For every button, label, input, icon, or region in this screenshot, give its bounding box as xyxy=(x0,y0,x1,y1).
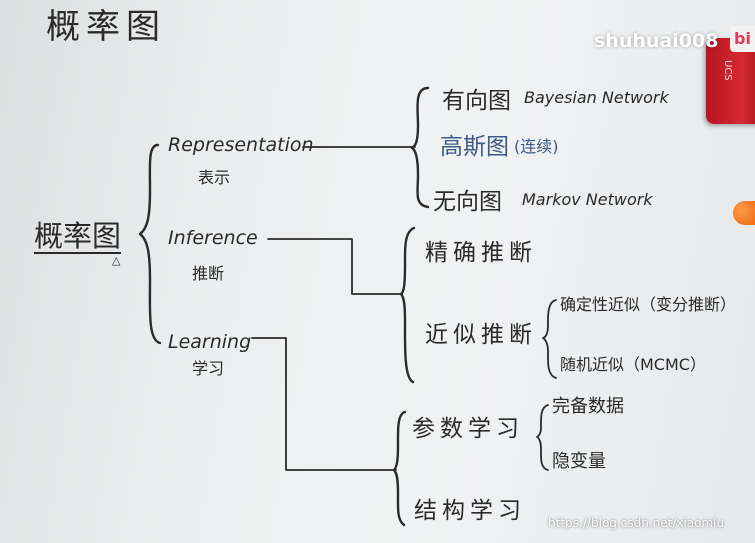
branch-learning-zh: 学习 xyxy=(192,359,225,378)
complete-data: 完备数据 xyxy=(552,396,624,417)
deterministic-approx: 确定性近似（变分推断） xyxy=(560,295,737,314)
exact-inference: 精确推断 xyxy=(425,240,537,266)
undirected-graph-zh: 无向图 xyxy=(433,189,502,215)
branch-representation-en: Representation xyxy=(168,134,314,156)
approx-inference-brace xyxy=(542,299,557,379)
eraser xyxy=(706,38,755,124)
blog-url-watermark: https://blog.csdn.net/xiaomlu xyxy=(548,516,725,530)
undirected-graph-en: Markov Network xyxy=(522,190,653,209)
inference-brace xyxy=(399,226,416,384)
latent-variable: 隐变量 xyxy=(552,451,606,472)
learning-connector xyxy=(251,337,397,471)
gaussian-graph-note: (连续) xyxy=(514,137,559,156)
learning-brace xyxy=(392,410,407,527)
structure-learning: 结构学习 xyxy=(414,498,526,524)
page-title: 概率图 xyxy=(46,7,166,47)
branch-inference-zh: 推断 xyxy=(192,264,225,283)
root-node: 概率图 xyxy=(34,219,122,253)
root-node-mark: △ xyxy=(112,254,121,267)
parameter-learning: 参数学习 xyxy=(412,416,524,442)
orange-magnet xyxy=(733,201,755,225)
eraser-brand-text: UCS xyxy=(722,60,733,81)
directed-graph-zh: 有向图 xyxy=(442,88,511,114)
directed-graph-en: Bayesian Network xyxy=(524,88,669,107)
video-watermark: shuhuai008 xyxy=(594,30,719,52)
stochastic-approx: 随机近似（MCMC） xyxy=(560,355,706,374)
representation-brace xyxy=(410,86,430,209)
bilibili-logo-icon: bi xyxy=(730,26,755,52)
branch-representation-zh: 表示 xyxy=(198,168,231,187)
param-learning-brace xyxy=(536,404,549,471)
root-brace xyxy=(138,143,162,345)
inference-connector xyxy=(267,238,403,295)
gaussian-graph-zh: 高斯图 xyxy=(440,134,509,160)
branch-inference-en: Inference xyxy=(168,227,258,249)
approx-inference: 近似推断 xyxy=(425,322,537,348)
branch-learning-en: Learning xyxy=(168,331,252,353)
